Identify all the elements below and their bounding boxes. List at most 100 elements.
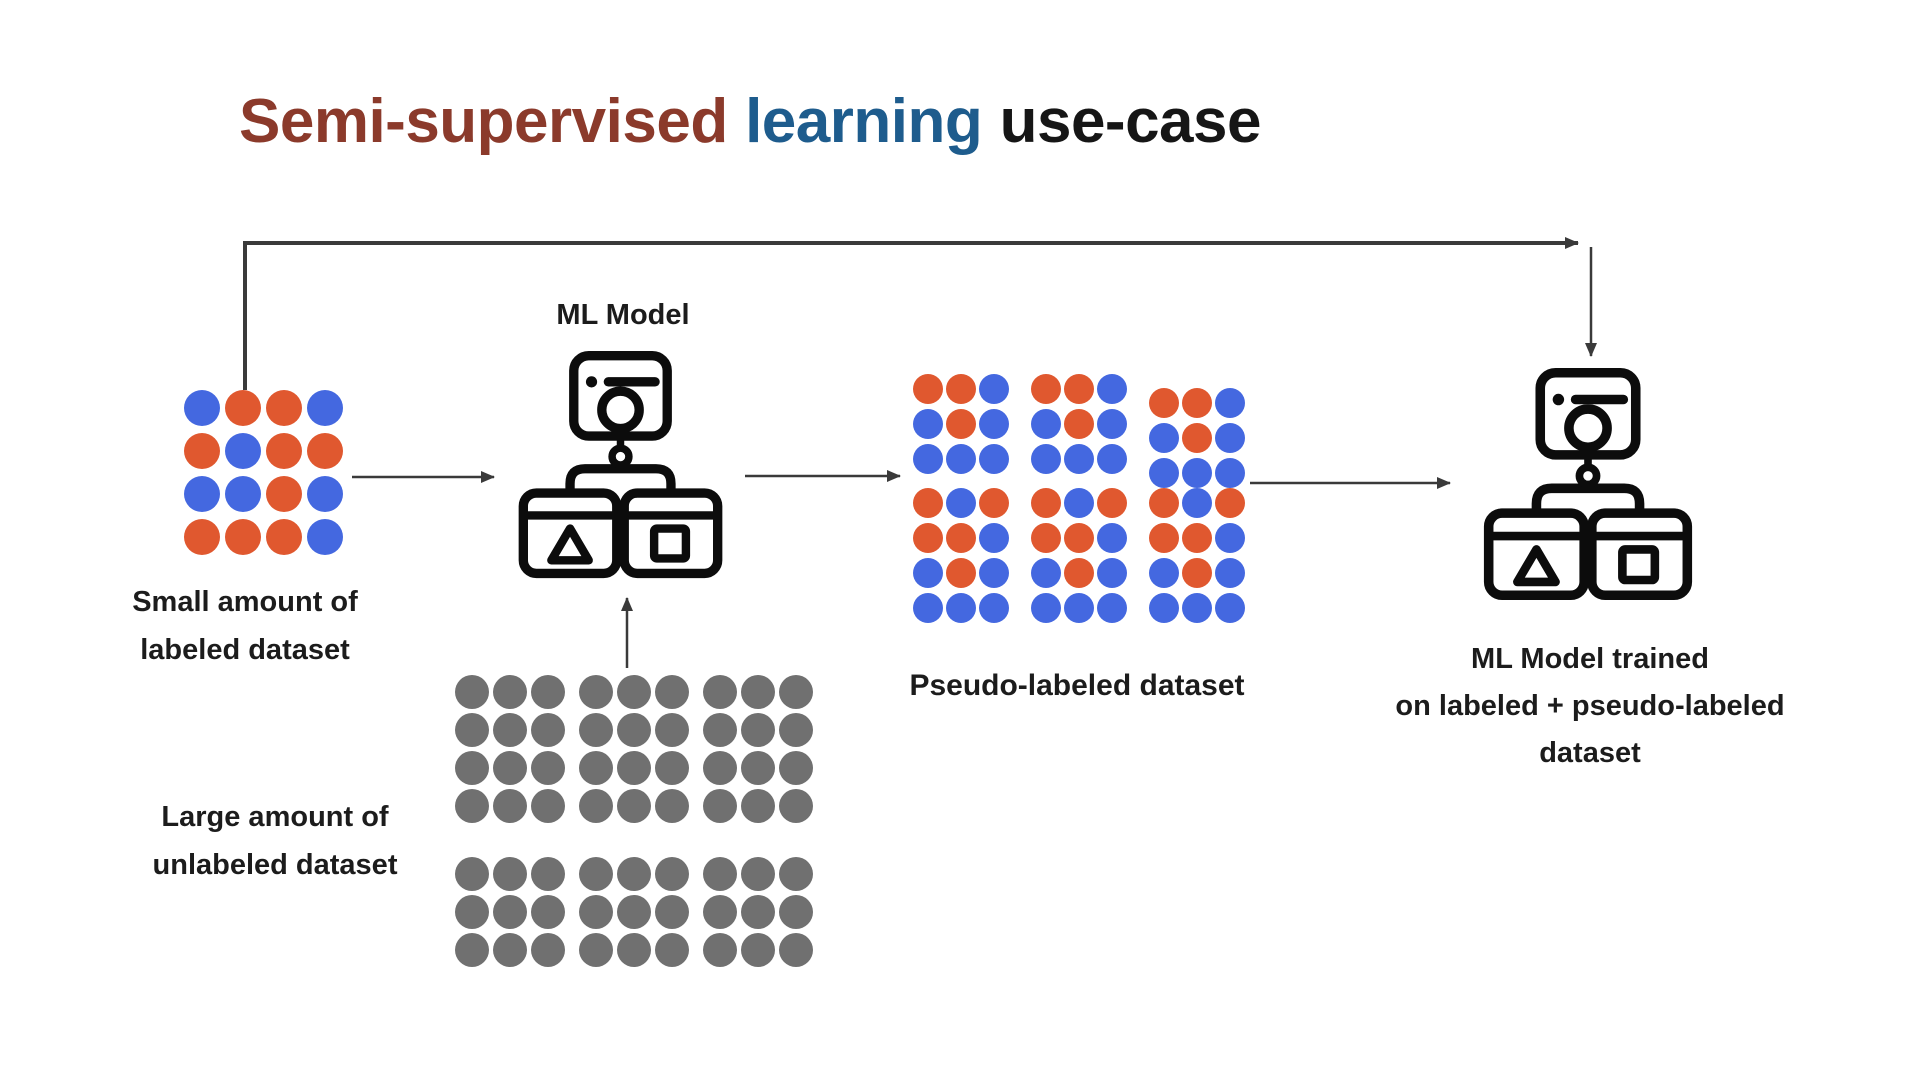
caption-line: ML Model trained bbox=[1471, 643, 1709, 675]
dot-row bbox=[184, 433, 343, 469]
dot-row bbox=[455, 895, 565, 929]
dot-row bbox=[1031, 523, 1127, 553]
gray-dot bbox=[493, 789, 527, 823]
pseudo-labeled-caption: Pseudo-labeled dataset bbox=[909, 669, 1245, 702]
gray-dot bbox=[579, 789, 613, 823]
gray-dot bbox=[493, 895, 527, 929]
dot-row bbox=[913, 488, 1009, 518]
orange-dot bbox=[1031, 488, 1061, 518]
gray-dot bbox=[703, 713, 737, 747]
dot-row bbox=[579, 789, 689, 823]
gray-dot bbox=[703, 675, 737, 709]
orange-dot bbox=[946, 523, 976, 553]
blue-dot bbox=[946, 444, 976, 474]
gray-dot bbox=[531, 789, 565, 823]
dot-row bbox=[703, 713, 813, 747]
dot-row bbox=[455, 713, 565, 747]
gray-dot bbox=[493, 933, 527, 967]
blue-dot bbox=[1064, 444, 1094, 474]
gray-dot bbox=[655, 933, 689, 967]
dot-row bbox=[1031, 558, 1127, 588]
gray-dot bbox=[455, 675, 489, 709]
gray-dot bbox=[655, 789, 689, 823]
dot-section bbox=[913, 488, 1245, 628]
trained-model-caption: ML Model trained on labeled + pseudo-lab… bbox=[1365, 636, 1815, 777]
orange-dot bbox=[1064, 374, 1094, 404]
dot-row bbox=[455, 789, 565, 823]
dot-row bbox=[703, 933, 813, 967]
dot-row bbox=[1149, 558, 1245, 588]
blue-dot bbox=[1182, 488, 1212, 518]
blue-dot bbox=[1064, 488, 1094, 518]
dot-row bbox=[1031, 374, 1127, 404]
dot-row bbox=[579, 751, 689, 785]
dot-row bbox=[455, 857, 565, 891]
gray-dot bbox=[617, 751, 651, 785]
feedback-arrow-top bbox=[243, 237, 1579, 390]
dot-row bbox=[1149, 523, 1245, 553]
blue-dot bbox=[979, 409, 1009, 439]
dot-section bbox=[913, 374, 1245, 488]
blue-dot bbox=[979, 593, 1009, 623]
gray-dot bbox=[779, 789, 813, 823]
orange-dot bbox=[1149, 388, 1179, 418]
dot-block bbox=[1149, 388, 1245, 493]
blue-dot bbox=[1031, 593, 1061, 623]
gray-dot bbox=[455, 933, 489, 967]
dot-row bbox=[1149, 458, 1245, 488]
blue-dot bbox=[1097, 409, 1127, 439]
dot-row bbox=[1149, 423, 1245, 453]
gray-dot bbox=[617, 933, 651, 967]
gray-dot bbox=[455, 789, 489, 823]
dot-row bbox=[184, 476, 343, 512]
gray-dot bbox=[531, 933, 565, 967]
orange-dot bbox=[225, 390, 261, 426]
gray-dot bbox=[579, 751, 613, 785]
gray-dot bbox=[703, 933, 737, 967]
blue-dot bbox=[979, 374, 1009, 404]
gray-dot bbox=[655, 713, 689, 747]
title-use-case: use-case bbox=[999, 86, 1262, 156]
dot-row bbox=[455, 751, 565, 785]
gray-dot bbox=[493, 675, 527, 709]
gray-dot bbox=[455, 713, 489, 747]
blue-dot bbox=[184, 390, 220, 426]
dot-block bbox=[703, 857, 813, 971]
dot-row bbox=[913, 374, 1009, 404]
dot-row bbox=[913, 444, 1009, 474]
blue-dot bbox=[1215, 423, 1245, 453]
small-labeled-caption: Small amount of labeled dataset bbox=[60, 578, 430, 674]
dot-row bbox=[703, 895, 813, 929]
orange-dot bbox=[266, 519, 302, 555]
gray-dot bbox=[655, 857, 689, 891]
blue-dot bbox=[913, 444, 943, 474]
orange-dot bbox=[266, 390, 302, 426]
blue-dot bbox=[946, 488, 976, 518]
blue-dot bbox=[1149, 423, 1179, 453]
gray-dot bbox=[493, 713, 527, 747]
gray-dot bbox=[741, 713, 775, 747]
dot-row bbox=[579, 895, 689, 929]
orange-dot bbox=[1064, 409, 1094, 439]
gray-dot bbox=[741, 857, 775, 891]
blue-dot bbox=[1097, 523, 1127, 553]
orange-dot bbox=[1031, 374, 1061, 404]
blue-dot bbox=[184, 476, 220, 512]
gray-dot bbox=[779, 713, 813, 747]
dot-row bbox=[455, 933, 565, 967]
dot-block bbox=[703, 675, 813, 827]
blue-dot bbox=[1215, 523, 1245, 553]
trained-model-icon bbox=[1477, 368, 1699, 601]
ml-model-icon bbox=[512, 351, 729, 579]
orange-dot bbox=[225, 519, 261, 555]
blue-dot bbox=[1031, 558, 1061, 588]
orange-dot bbox=[946, 558, 976, 588]
dot-row bbox=[1149, 488, 1245, 518]
orange-dot bbox=[979, 488, 1009, 518]
gray-dot bbox=[703, 857, 737, 891]
gray-dot bbox=[531, 857, 565, 891]
blue-dot bbox=[225, 476, 261, 512]
gray-dot bbox=[531, 675, 565, 709]
gray-dot bbox=[741, 675, 775, 709]
